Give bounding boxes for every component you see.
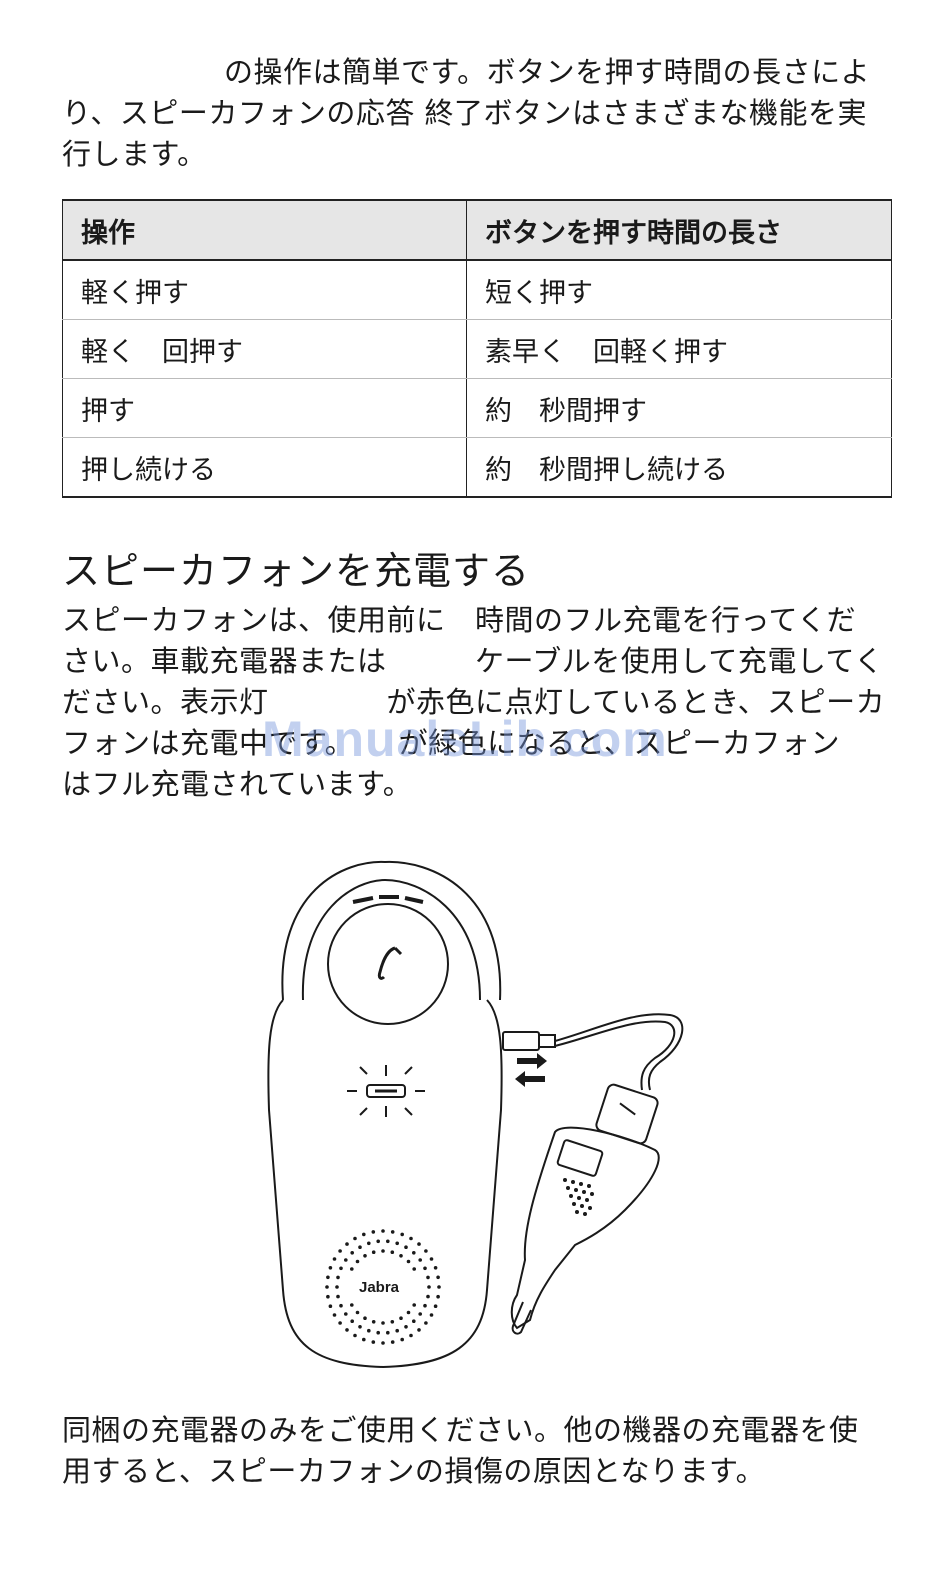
watermark: ManualsLib.com <box>262 711 668 767</box>
table-row: 押し続ける 約 秒間押し続ける <box>62 437 892 498</box>
table-cell: 素早く 回軽く押す <box>466 319 892 379</box>
table-cell: 約 秒間押し続ける <box>466 437 892 498</box>
intro-line-3: 行します。 <box>62 137 207 171</box>
charging-line: はフル充電されています。 <box>62 767 413 801</box>
speakerphone-charging-illustration: Jabra <box>255 850 695 1375</box>
section-title: スピーカフォンを充電する <box>62 549 531 593</box>
charging-line: スピーカフォンは、使用前に 時間のフル充電を行ってくだ <box>62 603 857 637</box>
transfer-arrows-icon <box>515 1053 547 1087</box>
intro-text: の操作は簡単です。ボタンを押す時間の長さによ り、スピーカフォンの応答 終了ボタ… <box>62 52 892 175</box>
intro-line-2: り、スピーカフォンの応答 終了ボタンはさまざまな機能を実 <box>62 96 868 130</box>
table-cell: 軽く押す <box>62 259 467 320</box>
charging-instructions: スピーカフォンは、使用前に 時間のフル充電を行ってくだ さい。車載充電器または … <box>62 600 892 805</box>
button-operations-table: 操作 ボタンを押す時間の長さ 軽く押す 短く押す 軽く 回押す 素早く 回軽く押… <box>62 199 892 498</box>
table-cell: 約 秒間押す <box>466 378 892 438</box>
table-cell: 短く押す <box>466 259 892 320</box>
intro-line-1: の操作は簡単です。ボタンを押す時間の長さによ <box>224 55 871 89</box>
charging-line: フォンは充電中です。 が緑色になると、スピーカフォン <box>62 726 840 760</box>
brand-logo: Jabra <box>359 1279 400 1296</box>
visor-clip-icon <box>281 860 502 1001</box>
led-indicator-icon <box>347 1065 425 1117</box>
table-row: 軽く押す 短く押す <box>62 259 892 320</box>
footer-line-2: 用すると、スピーカフォンの損傷の原因となります。 <box>62 1454 766 1488</box>
charging-line: ださい。表示灯 が赤色に点灯しているとき、スピーカ <box>62 685 886 719</box>
footer-warning: 同梱の充電器のみをご使用ください。他の機器の充電器を使 用すると、スピーカフォン… <box>62 1410 892 1492</box>
table-cell: 軽く 回押す <box>62 319 467 379</box>
table-row: 軽く 回押す 素早く 回軽く押す <box>62 319 892 379</box>
table-header-operation: 操作 <box>62 199 467 261</box>
table-header-press-duration: ボタンを押す時間の長さ <box>466 199 892 261</box>
charging-line: さい。車載充電器または ケーブルを使用して充電してく <box>62 644 884 678</box>
table-cell: 押す <box>62 378 467 438</box>
table-row: 押す 約 秒間押す <box>62 378 892 438</box>
usb-plug-icon <box>502 1013 684 1091</box>
speaker-grille-icon <box>325 1229 441 1345</box>
phone-handset-icon <box>377 946 403 980</box>
car-charger-icon <box>510 1083 660 1335</box>
car-charger-keypad-icon <box>563 1178 594 1216</box>
answer-end-button-icon <box>327 903 449 1025</box>
table-cell: 押し続ける <box>62 437 467 498</box>
table-header-row: 操作 ボタンを押す時間の長さ <box>62 199 892 261</box>
footer-line-1: 同梱の充電器のみをご使用ください。他の機器の充電器を使 <box>62 1413 859 1447</box>
speakerphone-body-icon <box>267 999 503 1369</box>
